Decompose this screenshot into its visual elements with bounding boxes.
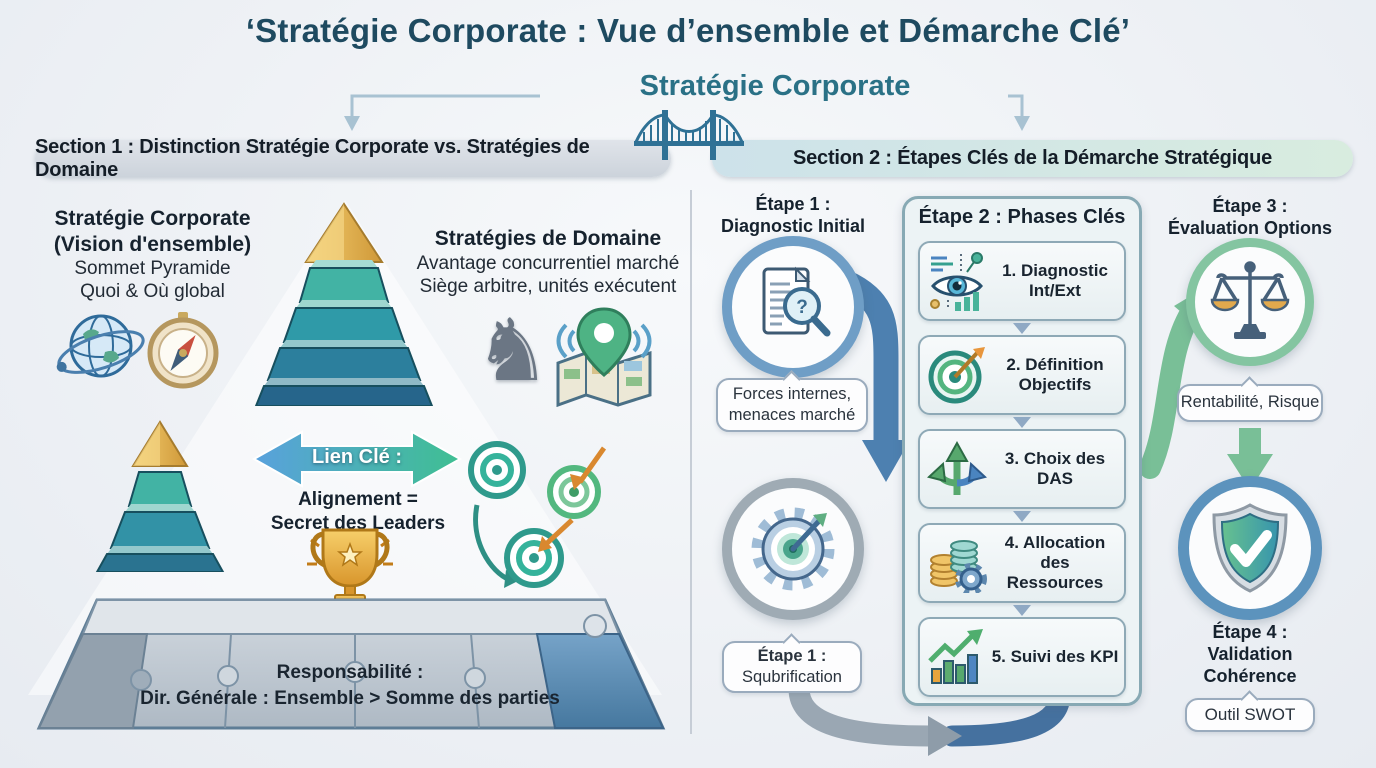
evaluation-circle — [1186, 238, 1314, 366]
corporate-title-2: (Vision d'ensemble) — [53, 232, 252, 256]
etape1-title-1: Étape 1 : — [755, 194, 831, 214]
diagnostic-circle: ? — [722, 236, 864, 378]
etape1-heading: Étape 1 : Diagnostic Initial — [700, 194, 886, 237]
small-pyramid-icon — [95, 420, 225, 572]
etape4-title-2: Validation — [1207, 643, 1293, 664]
lien-arrow-label: Lien Clé : — [311, 446, 402, 468]
etape2-title: Étape 2 : Phases Clés — [918, 206, 1126, 228]
etape3-bubble: Rentabilité, Risque — [1177, 384, 1323, 422]
etape4-title-3: Cohérence — [1203, 665, 1297, 686]
etape2-panel: Étape 2 : Phases Clés 1. Diagnostic Int/… — [902, 196, 1142, 706]
etape4-bubble: Outil SWOT — [1185, 698, 1315, 732]
svg-text:?: ? — [796, 297, 808, 318]
page-title: ‘Stratégie Corporate : Vue d’ensemble et… — [245, 12, 1131, 49]
etape1b-bubble-title: Étape 1 : — [757, 646, 827, 665]
phase-label-3: 3. Choix des DAS — [1004, 448, 1106, 488]
corporate-text-block: Stratégie Corporate (Vision d'ensemble) … — [30, 206, 275, 304]
lien-line-2: Secret des Leaders — [270, 512, 446, 534]
etape1b-bubble: Étape 1 : Squbrification — [722, 641, 862, 693]
puzzle-strip-icon — [36, 598, 666, 730]
etape3-title-1: Étape 3 : — [1212, 196, 1288, 216]
phase-arrow — [1013, 509, 1031, 523]
phase-label-2: 2. Définition Objectifs — [1006, 354, 1104, 394]
document-magnifier-icon: ? — [762, 266, 831, 337]
branching-arrows-icon — [927, 440, 987, 495]
map-pin-icon — [556, 307, 652, 407]
etape3-heading: Étape 3 : Évaluation Options — [1162, 196, 1338, 239]
corporate-sub-1: Sommet Pyramide — [74, 258, 231, 280]
phase-arrow — [1013, 415, 1031, 429]
shield-check-icon — [1212, 503, 1288, 593]
phase-label-1: 1. Diagnostic Int/Ext — [1002, 260, 1108, 300]
coins-gear-icon — [930, 540, 987, 593]
domaine-title: Stratégies de Domaine — [434, 227, 662, 250]
linked-targets-icon — [468, 441, 607, 588]
phase-label-4: 4. Allocation des Ressources — [1004, 532, 1106, 593]
etape4-bubble-text: Outil SWOT — [1204, 705, 1296, 725]
etape1-title-2: Diagnostic Initial — [720, 215, 866, 236]
validation-circle — [1178, 476, 1322, 620]
balance-scale-icon — [1210, 261, 1290, 339]
lien-subtext: Alignement = Secret des Leaders — [252, 488, 464, 536]
responsabilite-text: Responsabilité : Dir. Générale : Ensembl… — [70, 660, 630, 711]
etape1-bubble-line-1: Forces internes, — [732, 384, 852, 403]
bridge-icon — [634, 110, 744, 160]
phase-box-5: 5. Suivi des KPI — [918, 617, 1126, 697]
corporate-sub-2: Quoi & Où global — [80, 281, 225, 303]
section-divider — [690, 190, 692, 734]
phase-box-2: 2. Définition Objectifs — [918, 335, 1126, 415]
phase-arrow — [1013, 321, 1031, 335]
etape4-title-1: Étape 4 : — [1212, 622, 1288, 642]
etape1b-bubble-text: Squbrification — [742, 668, 842, 686]
gear-target-icon — [751, 507, 835, 591]
domaine-sub-2: Siège arbitre, unités exécutent — [419, 275, 677, 297]
section2-header: Section 2 : Étapes Clés de la Démarche S… — [712, 140, 1353, 177]
phase-box-1: 1. Diagnostic Int/Ext — [918, 241, 1126, 321]
gear-target-circle — [722, 478, 864, 620]
etape3-title-2: Évaluation Options — [1167, 217, 1332, 238]
pyramid-icon — [254, 202, 434, 406]
lien-line-1: Alignement = — [298, 489, 418, 510]
knight-icon: ♞ — [474, 301, 552, 401]
lien-arrow-icon — [251, 430, 463, 488]
corporate-title-1: Stratégie Corporate — [54, 207, 251, 230]
phase-arrow — [1013, 603, 1031, 617]
phase-box-4: 4. Allocation des Ressources — [918, 523, 1126, 603]
section1-header: Section 1 : Distinction Stratégie Corpor… — [35, 136, 671, 181]
etape1-bubble: Forces internes, menaces marché — [716, 378, 868, 432]
etape3-bubble-text: Rentabilité, Risque — [1180, 393, 1320, 412]
target-arrow-icon — [928, 347, 985, 404]
phase-box-3: 3. Choix des DAS — [918, 429, 1126, 509]
compass-icon — [147, 312, 219, 389]
domaine-sub-1: Avantage concurrentiel marché — [416, 252, 680, 274]
etape4-heading: Étape 4 : Validation Cohérence — [1180, 622, 1320, 688]
phase-label-5: 5. Suivi des KPI — [991, 646, 1119, 666]
globe-orbit-icon — [56, 314, 145, 378]
kpi-chart-icon — [928, 629, 983, 684]
domaine-text-block: Stratégies de Domaine Avantage concurren… — [405, 226, 691, 298]
subtitle-label: Stratégie Corporate — [639, 70, 911, 102]
responsabilite-line-2: Dir. Générale : Ensemble > Somme des par… — [140, 687, 560, 709]
responsabilite-line-1: Responsabilité : — [276, 662, 424, 683]
phase-list: 1. Diagnostic Int/Ext 2. Définition Obje… — [918, 241, 1126, 697]
etape1-bubble-line-2: menaces marché — [728, 406, 856, 424]
eye-analysis-icon — [930, 252, 983, 311]
